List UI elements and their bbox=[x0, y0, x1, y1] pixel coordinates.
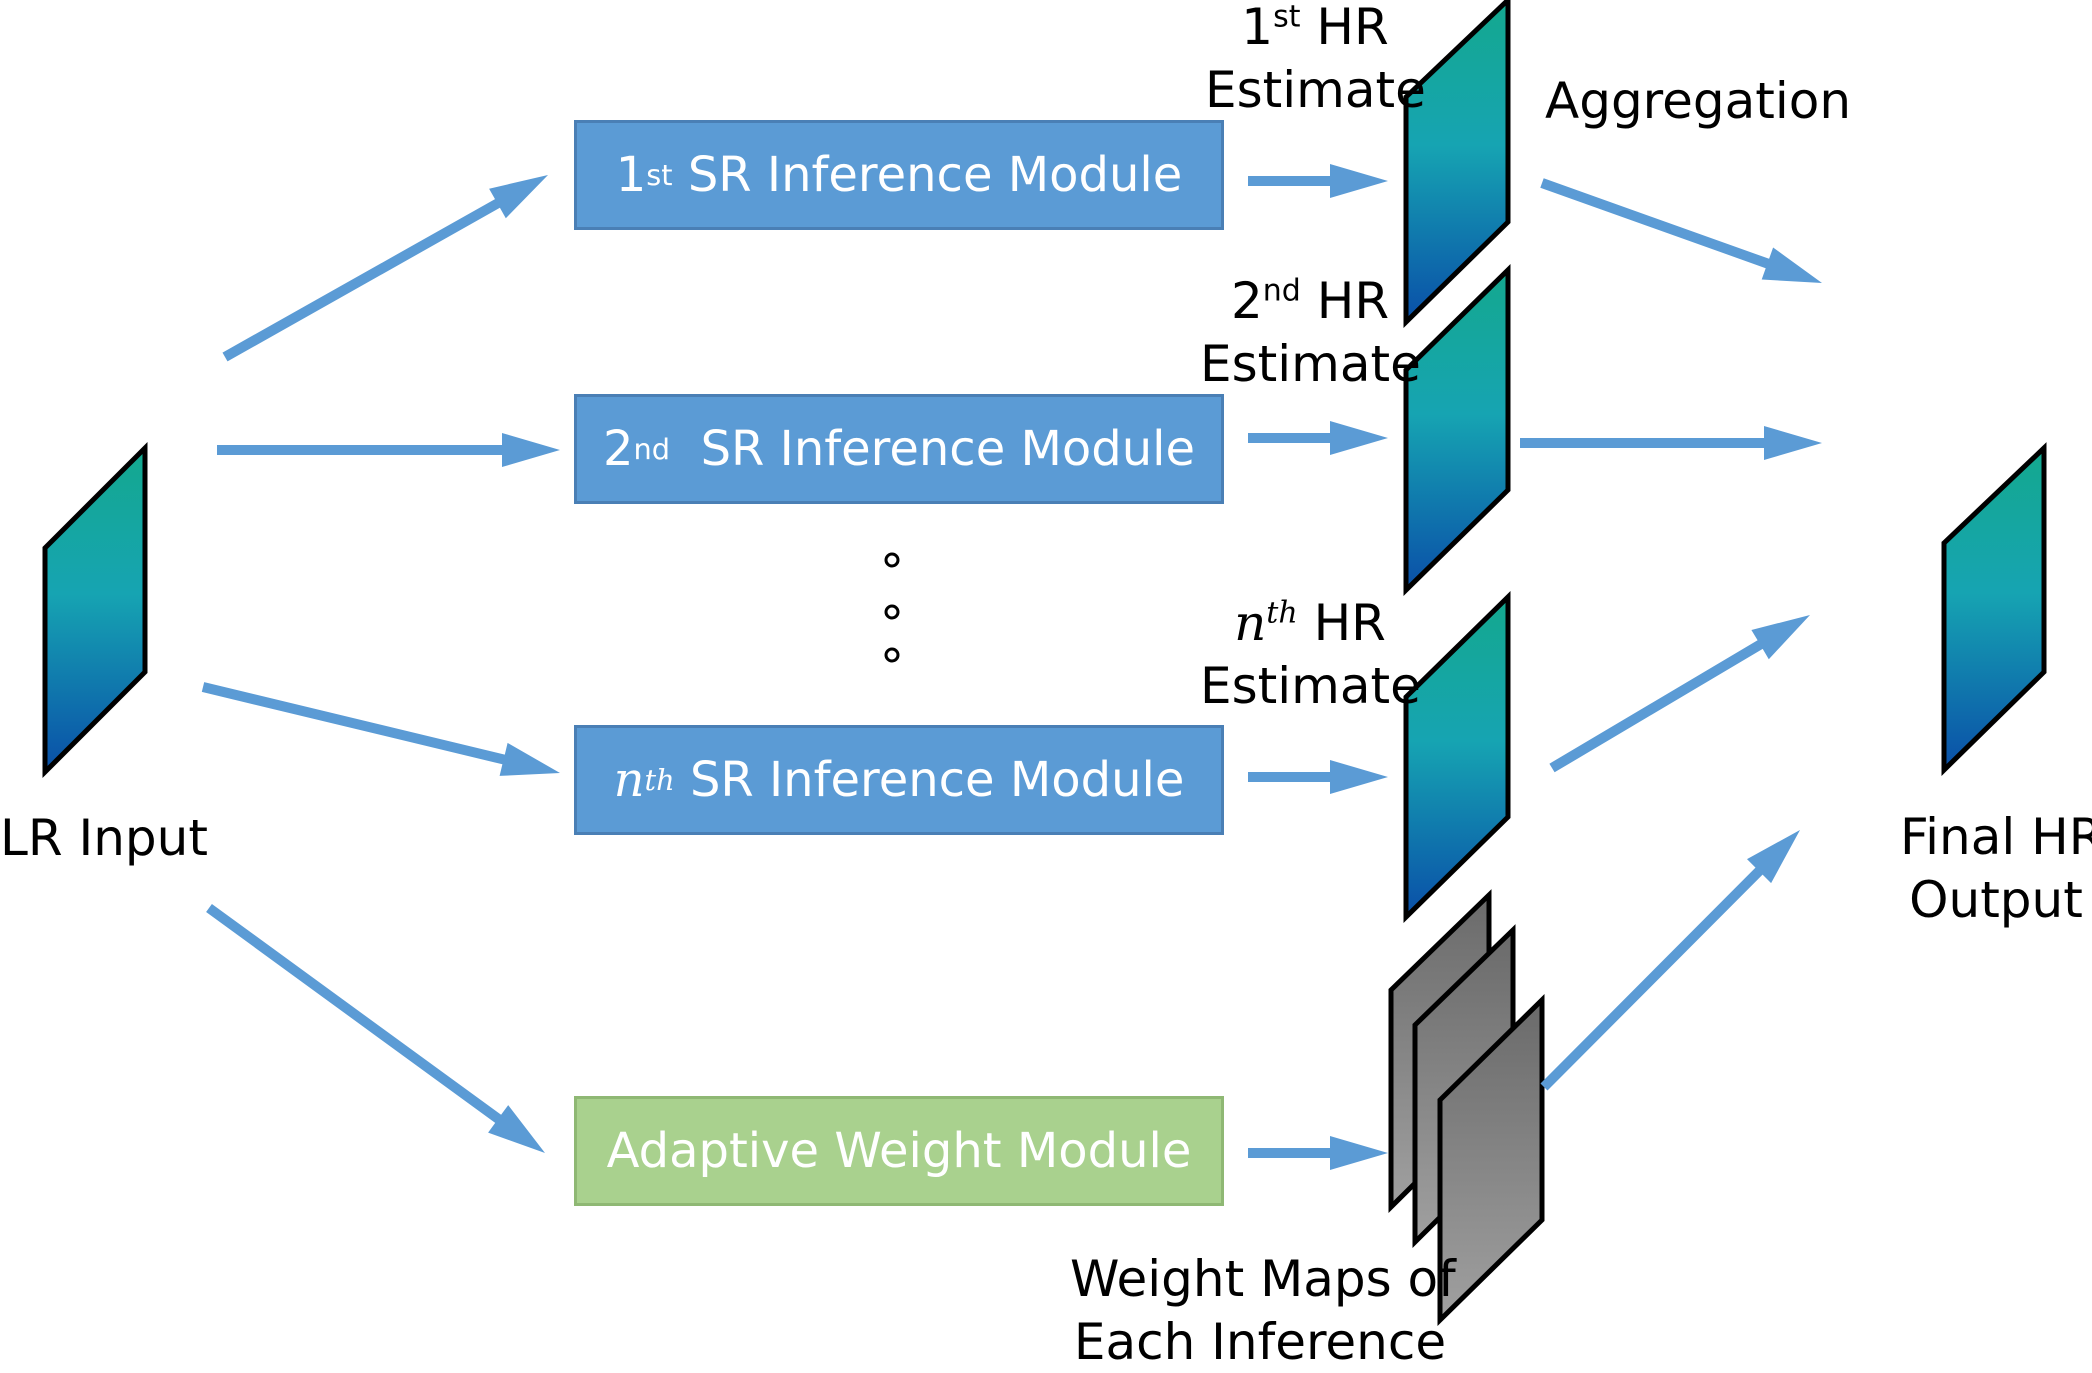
arrow-input-to-module-1 bbox=[222, 175, 548, 362]
lr-input-label: LR Input bbox=[0, 809, 208, 867]
hr-estimate-n-line1: HR bbox=[1313, 594, 1386, 652]
weight-maps-line1: Weight Maps of bbox=[1070, 1250, 1456, 1308]
arrow-input-to-module-2 bbox=[217, 433, 560, 467]
hr-estimate-1-line1: HR bbox=[1316, 0, 1389, 56]
weight-module-box: Adaptive Weight Module bbox=[574, 1096, 1224, 1206]
module-2-ordinal: 2 bbox=[602, 421, 634, 477]
hr-estimate-n-label: nth HR Estimate bbox=[1200, 592, 1421, 717]
hr-estimate-n-line2: Estimate bbox=[1200, 656, 1421, 715]
arrow-input-to-module-n bbox=[201, 682, 561, 776]
arrow-estimate-2-to-output bbox=[1520, 426, 1822, 460]
hr-estimate-1-ordinal-suffix: st bbox=[1273, 0, 1301, 35]
aggregation-label: Aggregation bbox=[1545, 72, 1852, 130]
final-output-label: Final HR Output bbox=[1900, 806, 2092, 931]
hr-estimate-n-image bbox=[1403, 591, 1511, 923]
hr-estimate-2-ordinal-suffix: nd bbox=[1262, 273, 1301, 309]
ellipsis-dot bbox=[884, 552, 900, 568]
arrow-estimate-1-to-output bbox=[1540, 178, 1822, 283]
arrows-layer bbox=[201, 164, 1822, 1170]
weight-maps-label: Weight Maps of Each Inference bbox=[1070, 1248, 1456, 1373]
module-n-label: SR Inference Module bbox=[689, 752, 1185, 808]
hr-estimate-2-label: 2nd HR Estimate bbox=[1200, 270, 1421, 395]
hr-estimate-1-ordinal: 1 bbox=[1241, 0, 1274, 56]
weight-module-label: Adaptive Weight Module bbox=[606, 1123, 1192, 1179]
hr-estimate-1-label: 1st HR Estimate bbox=[1205, 0, 1426, 121]
arrow-weight-module-to-maps bbox=[1248, 1136, 1388, 1170]
hr-estimate-1-image bbox=[1403, 0, 1511, 328]
arrow-maps-to-output bbox=[1540, 830, 1800, 1091]
hr-estimate-2-line1: HR bbox=[1316, 272, 1390, 330]
ellipsis-dot bbox=[884, 647, 900, 663]
arrow-estimate-n-to-output bbox=[1549, 615, 1810, 773]
hr-estimate-n-ordinal: n bbox=[1234, 594, 1267, 652]
arrow-module-n-to-estimate bbox=[1248, 760, 1388, 794]
ellipsis-dot bbox=[884, 604, 900, 620]
weight-map-3 bbox=[1437, 994, 1545, 1326]
arrow-input-to-weight-module bbox=[206, 904, 545, 1153]
hr-estimate-n-ordinal-suffix: th bbox=[1266, 595, 1298, 631]
lr-input-image bbox=[42, 441, 148, 779]
weight-maps-line2: Each Inference bbox=[1073, 1312, 1447, 1371]
hr-estimate-1-line2: Estimate bbox=[1205, 60, 1426, 119]
module-n-ordinal: n bbox=[613, 752, 645, 808]
final-output-image bbox=[1941, 442, 2047, 776]
final-output-line1: Final HR bbox=[1900, 808, 2092, 866]
hr-estimate-2-line2: Estimate bbox=[1200, 334, 1421, 393]
hr-estimate-2-ordinal: 2 bbox=[1230, 272, 1263, 330]
hr-estimate-2-image bbox=[1403, 264, 1511, 596]
module-2-label: SR Inference Module bbox=[700, 421, 1196, 477]
arrow-module-1-to-estimate bbox=[1248, 164, 1388, 198]
module-1-label: SR Inference Module bbox=[687, 147, 1183, 203]
arrow-module-2-to-estimate bbox=[1248, 421, 1388, 455]
final-output-line2: Output bbox=[1909, 870, 2083, 929]
module-1-ordinal: 1 bbox=[615, 147, 647, 203]
